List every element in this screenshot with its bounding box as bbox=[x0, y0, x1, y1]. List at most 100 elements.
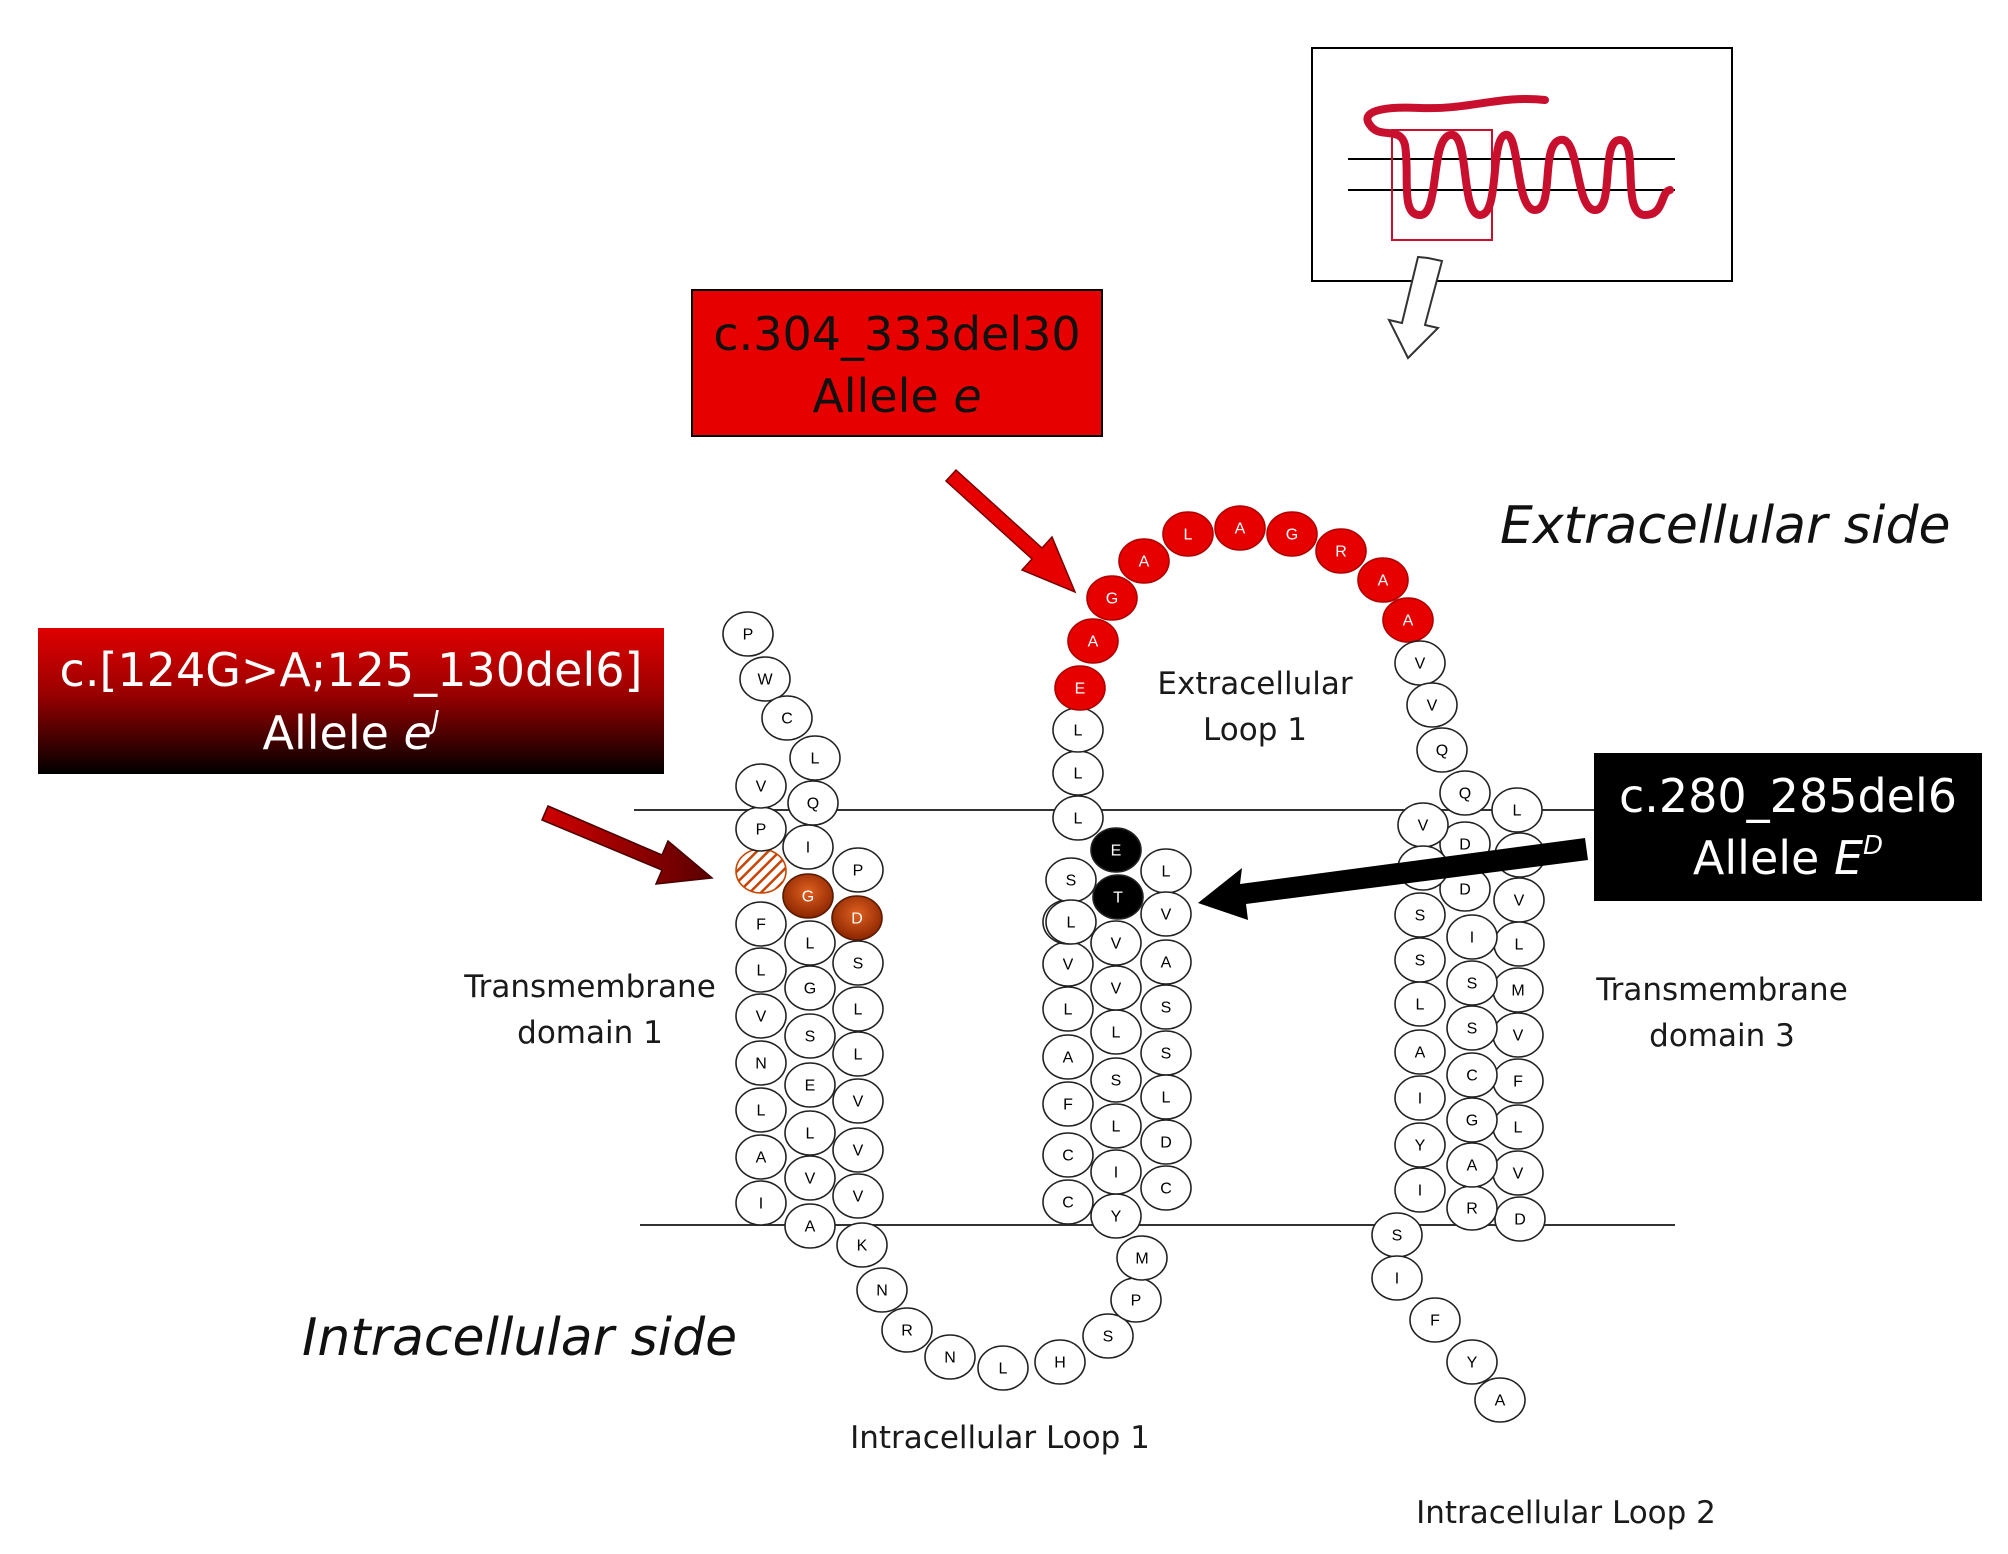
callout-allele-e-allele: Allele e bbox=[812, 369, 981, 423]
residue-letter: T bbox=[1113, 890, 1123, 907]
residue-letter: L bbox=[1514, 1120, 1523, 1137]
residue-l-68: L bbox=[1052, 795, 1104, 841]
residue-circle bbox=[784, 1155, 836, 1201]
residue-circle bbox=[1140, 1119, 1192, 1165]
residue-circle bbox=[1052, 795, 1104, 841]
residue-circle bbox=[1446, 1097, 1498, 1143]
residue-circle bbox=[1446, 1005, 1498, 1051]
residue-letter: V bbox=[756, 1009, 767, 1026]
residue-s-99: S bbox=[1446, 1005, 1498, 1051]
residue-l-62: L bbox=[1042, 986, 1094, 1032]
residue-circle bbox=[1090, 827, 1142, 873]
residue-circle bbox=[1140, 891, 1192, 937]
residue-circle bbox=[784, 1110, 836, 1156]
residue-i-6: I bbox=[782, 824, 834, 870]
residue-letter: V bbox=[1514, 893, 1525, 910]
residue-i-101: I bbox=[1446, 914, 1498, 960]
residue-l-69: L bbox=[1052, 750, 1104, 796]
residue-letter: A bbox=[1063, 1050, 1074, 1067]
intracellular-loop2-label: Intracellular Loop 2 bbox=[1416, 1495, 1716, 1531]
residue-c-57: C bbox=[1140, 1165, 1192, 1211]
residue-letter: V bbox=[756, 779, 767, 796]
residue-letter: D bbox=[851, 911, 863, 928]
residue-letter: C bbox=[1062, 1195, 1074, 1212]
residue-letter: E bbox=[805, 1078, 816, 1095]
residue-circle bbox=[739, 656, 791, 702]
residue-letter: A bbox=[1495, 1393, 1506, 1410]
residue-letter: L bbox=[811, 751, 820, 768]
residue-c-59: C bbox=[1042, 1132, 1094, 1178]
residue-r-78: R bbox=[1315, 528, 1367, 574]
residue-letter: P bbox=[853, 863, 864, 880]
residue-circle bbox=[1090, 965, 1142, 1011]
residue-m-89: M bbox=[1492, 967, 1544, 1013]
residue-v-47: V bbox=[1090, 965, 1142, 1011]
residue-circle bbox=[1042, 1179, 1094, 1225]
residue-circle bbox=[784, 1062, 836, 1108]
residue-letter: E bbox=[1075, 681, 1086, 698]
residue-s-22: S bbox=[784, 1013, 836, 1059]
residue-letter: V bbox=[1063, 957, 1074, 974]
residue-l-88: L bbox=[1493, 921, 1545, 967]
residue-circle bbox=[1090, 920, 1142, 966]
residue-a-74: A bbox=[1118, 538, 1170, 584]
callout-allele-ej-box bbox=[38, 628, 664, 774]
residue-v-51: V bbox=[1140, 891, 1192, 937]
residue-letter: V bbox=[1513, 1166, 1524, 1183]
residue-v-30: V bbox=[832, 1078, 884, 1124]
residue-f-91: F bbox=[1492, 1058, 1544, 1104]
residue-letter: D bbox=[1160, 1135, 1172, 1152]
residue-letter: K bbox=[857, 1238, 868, 1255]
residue-e-23: E bbox=[784, 1062, 836, 1108]
inset-protein-trace bbox=[1363, 94, 1674, 220]
residue-letter: I bbox=[759, 1196, 763, 1213]
residue-circle bbox=[1394, 892, 1446, 938]
residue-letter: C bbox=[781, 711, 793, 728]
residue-circle bbox=[1214, 505, 1266, 551]
residue-a-117: A bbox=[1474, 1377, 1526, 1423]
extracellular-side-label: Extracellular side bbox=[1500, 496, 1950, 556]
residue-circle bbox=[735, 1040, 787, 1086]
residue-circle bbox=[1042, 1081, 1094, 1127]
residue-letter: P bbox=[743, 627, 754, 644]
extracellular-loop-label-line1: Extracellular bbox=[1157, 666, 1352, 702]
residue-letter: S bbox=[1103, 1329, 1114, 1346]
extracellular-loop-label-line2: Loop 1 bbox=[1203, 712, 1307, 748]
residue-letter: L bbox=[1074, 723, 1083, 740]
residue-letter: L bbox=[806, 936, 815, 953]
residue-letter: Y bbox=[1111, 1209, 1122, 1226]
residue-q-83: Q bbox=[1416, 727, 1468, 773]
residue-f-60: F bbox=[1042, 1081, 1094, 1127]
residue-letter: S bbox=[1161, 1046, 1172, 1063]
residue-letter: V bbox=[1161, 907, 1172, 924]
residue-circle bbox=[1045, 899, 1097, 945]
callout-allele-e: c.304_333del30 Allele e bbox=[691, 289, 1103, 594]
callout-allele-ed-arrow bbox=[1198, 838, 1588, 920]
residue-letter: V bbox=[1111, 981, 1122, 998]
residue-letter: Q bbox=[1436, 743, 1448, 760]
residue-letter: R bbox=[1335, 544, 1347, 561]
residue-circle bbox=[1474, 1377, 1526, 1423]
residue-letter: L bbox=[1064, 1002, 1073, 1019]
residue-circle bbox=[1357, 557, 1409, 603]
residue-i-43: I bbox=[1090, 1149, 1142, 1195]
residue-letter: N bbox=[755, 1056, 767, 1073]
residue-circle bbox=[1494, 1196, 1546, 1242]
residue-circle bbox=[1162, 511, 1214, 557]
callout-allele-ej: c.[124G>A;125_130del6] Allele eJ bbox=[38, 628, 714, 885]
residue-m-41: M bbox=[1116, 1235, 1168, 1281]
residue-circle bbox=[1116, 1235, 1168, 1281]
residue-circle bbox=[831, 895, 883, 941]
residue-s-45: S bbox=[1090, 1057, 1142, 1103]
residue-l-92: L bbox=[1492, 1104, 1544, 1150]
residue-q-5: Q bbox=[787, 780, 839, 826]
residue-g-77: G bbox=[1266, 511, 1318, 557]
residue-l-17: L bbox=[735, 1087, 787, 1133]
residue-letter: G bbox=[1106, 591, 1118, 608]
residue-letter: S bbox=[805, 1029, 816, 1046]
residue-letter: G bbox=[1286, 527, 1298, 544]
residue-v-48: V bbox=[1090, 920, 1142, 966]
residue-s-27: S bbox=[832, 940, 884, 986]
residue-letter: S bbox=[1111, 1073, 1122, 1090]
